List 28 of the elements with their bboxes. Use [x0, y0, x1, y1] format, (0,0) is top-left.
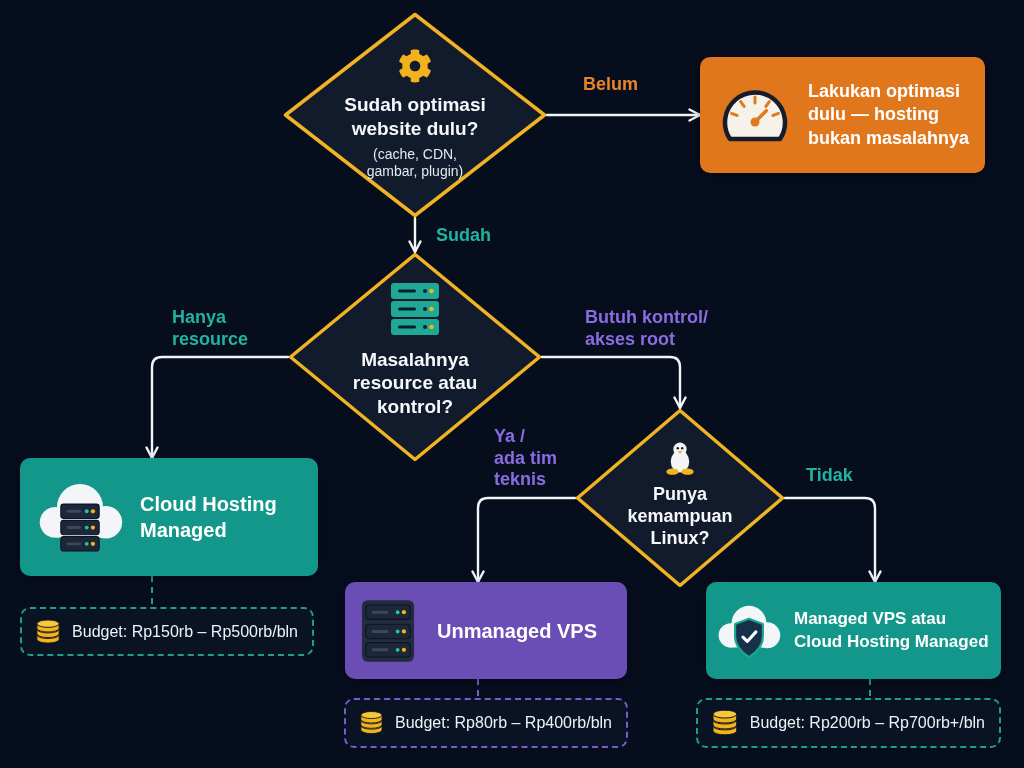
hint-text: (cache, CDN, gambar, plugin) [365, 145, 465, 181]
dashed-connector [477, 678, 479, 699]
budget-text: Budget: Rp150rb – Rp500rb/bln [72, 621, 298, 642]
decision-diamond [575, 408, 785, 588]
dashed-connector [869, 678, 871, 699]
decision-diamond [283, 12, 547, 218]
outcome-title: Managed VPS atau Cloud Hosting Managed [794, 608, 990, 653]
budget-text: Budget: Rp80rb – Rp400rb/bln [394, 713, 612, 733]
outcome-title: Lakukan optimasi dulu — hosting bukan masalahnya [808, 79, 971, 150]
budget-text: Budget: Rp200rb – Rp700rb+/bln [749, 713, 985, 733]
outcome-box [700, 57, 985, 173]
outcome-title: Cloud Hosting Managed [140, 492, 278, 543]
arrow [408, 216, 422, 254]
budget-panel [20, 607, 314, 656]
question-text: Punya kemampuan Linux? [626, 484, 734, 550]
arrow [145, 355, 290, 460]
outcome-box [20, 458, 318, 576]
budget-panel [344, 698, 628, 748]
question-text: Sudah optimasi website dulu? [343, 93, 487, 140]
budget-panel [696, 698, 1001, 748]
outcome-title: Unmanaged VPS [437, 618, 599, 644]
outcome-box [706, 582, 1001, 679]
outcome-box [345, 582, 627, 679]
arrow [540, 355, 687, 410]
arrow [783, 496, 882, 584]
arrow [545, 108, 702, 122]
arrow [471, 496, 577, 584]
question-text: Masalahnya resource atau kontrol? [351, 348, 479, 418]
